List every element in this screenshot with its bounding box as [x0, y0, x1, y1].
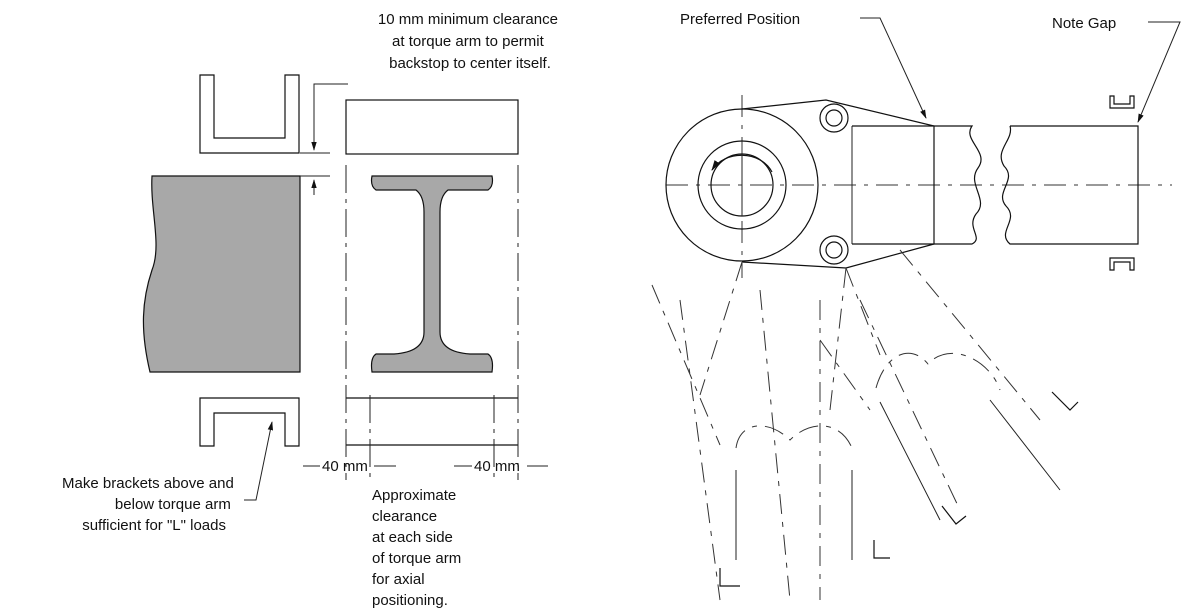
torque-arm: [852, 125, 982, 245]
preferred-position-label: Preferred Position: [680, 11, 800, 28]
i-beam: [370, 175, 494, 373]
torque-arm-end: [1000, 125, 1139, 245]
alt-arm-2-left: [845, 267, 881, 356]
alt-arm-1-brackets: [719, 540, 890, 587]
note-gap-label: Note Gap: [1052, 15, 1116, 32]
backstop-hub: [665, 108, 819, 262]
bottom-bracket: [199, 397, 300, 447]
alt-arm-2-far: [859, 299, 961, 511]
note-gap-leader: [1137, 21, 1181, 123]
alt-arm-2-break: [875, 352, 1001, 391]
alt-arm-3-left: [651, 284, 721, 446]
left-diagram: 10 mm minimum clearance at torque arm to…: [62, 11, 562, 609]
bracket-leader: [244, 421, 274, 501]
alt-arm-1-right: [829, 267, 847, 411]
bolt-top-inner: [825, 109, 843, 127]
alt-arm-1-break: [735, 425, 853, 449]
gap-bracket-top: [1109, 95, 1135, 109]
clearance-leader: [311, 83, 348, 151]
right-diagram: Preferred Position Note Gap: [651, 11, 1181, 601]
bolt-top-outer: [819, 103, 849, 133]
alt-arm-3-right: [819, 339, 871, 411]
dim-40-right: 40 mm: [474, 458, 520, 475]
preferred-leader: [860, 17, 927, 119]
dim-40-left: 40 mm: [322, 458, 368, 475]
bracket-note: Make brackets above and below torque arm…: [62, 475, 238, 534]
alt-arm-1-sides: [735, 470, 853, 560]
clearance-note: 10 mm minimum clearance at torque arm to…: [378, 11, 562, 72]
alt-arm-1-far-left: [679, 299, 721, 601]
hub-inner: [697, 140, 787, 230]
alt-arm-2-sides: [879, 399, 1061, 521]
bolt-bottom-outer: [819, 235, 849, 265]
top-bracket: [199, 74, 300, 154]
bolt-bottom-inner: [825, 241, 843, 259]
alt-arm-1-left: [699, 261, 743, 396]
alt-arm-2-brackets: [941, 391, 1079, 525]
backstop-body: [741, 99, 935, 269]
alt-arm-1-center: [759, 289, 791, 601]
torque-arm-section: [142, 175, 301, 373]
top-plate: [345, 99, 519, 155]
alt-arm-2-right: [899, 249, 1041, 421]
gap-bracket-bottom: [1109, 257, 1135, 271]
axial-clearance-note: Approximate clearance at each side of to…: [372, 487, 465, 609]
